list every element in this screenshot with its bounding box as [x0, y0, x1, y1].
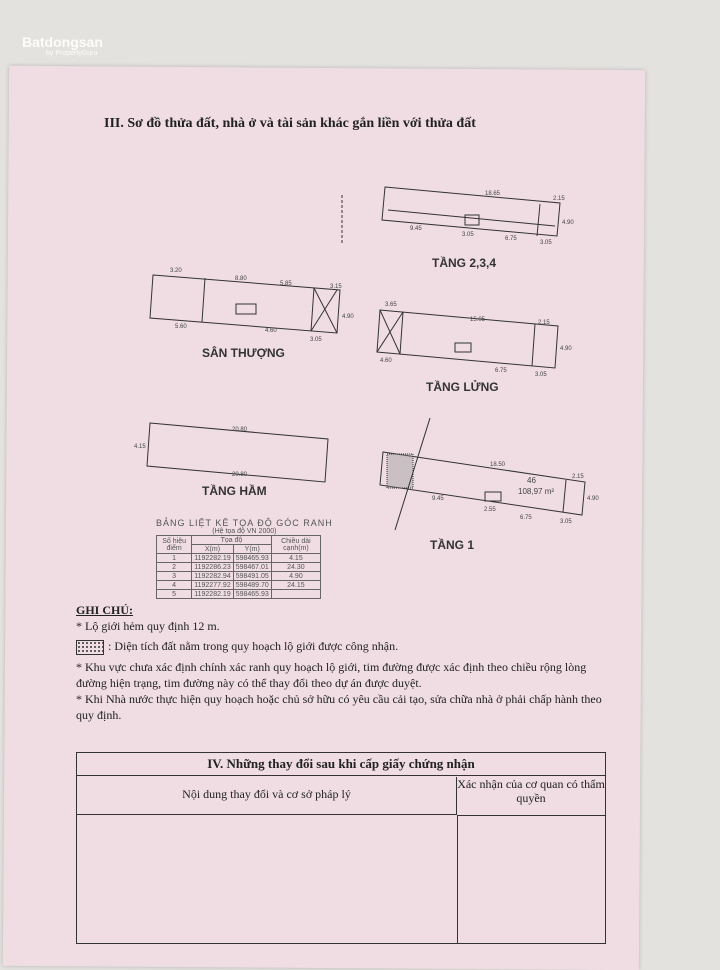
cell: 4.90 [270, 571, 322, 581]
dim: 6.75 [505, 236, 517, 242]
cell: 24.15 [270, 580, 322, 590]
dim: 5.60 [175, 324, 187, 330]
section-4-title: IV. Những thay đổi sau khi cấp giấy chứn… [77, 753, 605, 776]
cell [270, 589, 322, 599]
plan-rooftop [149, 274, 341, 334]
cell: 4.15 [270, 553, 322, 563]
cell: 1 [155, 553, 193, 563]
cell: 598465.93 [232, 589, 272, 599]
dim: 4.90 [342, 314, 354, 320]
dotted-hatch-icon [76, 639, 104, 655]
cell: 1192282.94 [191, 571, 234, 581]
coord-table-subtitle: (Hệ tọa độ VN 2000) [212, 528, 277, 535]
cell: 24.30 [270, 562, 322, 572]
section-4-table: IV. Những thay đổi sau khi cấp giấy chứn… [76, 752, 606, 944]
cell: 4 [155, 580, 193, 590]
dim: 3.20 [170, 268, 182, 274]
watermark-brand: Batdongsan [22, 34, 103, 50]
dim: 4.15 [134, 444, 146, 450]
parcel-number: 46 [527, 476, 536, 485]
dim: 4.60 [265, 328, 277, 334]
dim: 2.55 [484, 507, 496, 513]
cell: 1192282.19 [191, 589, 234, 599]
dim: 18.65 [485, 191, 501, 197]
coord-table-title: BẢNG LIỆT KÊ TỌA ĐỘ GÓC RANH [156, 518, 333, 528]
label-floor-234: TẦNG 2,3,4 [432, 256, 497, 270]
dim: 3.65 [385, 302, 397, 308]
plan-mezzanine [376, 309, 559, 369]
label-basement: TẦNG HẦM [202, 484, 267, 498]
dim: 4.60 [380, 358, 392, 364]
dim: 20.80 [232, 472, 248, 478]
dim: 2.15 [553, 196, 565, 202]
column-confirmation: Xác nhận của cơ quan có thẩm quyền [457, 777, 605, 816]
dim: 6.75 [520, 515, 532, 521]
cell: 2 [155, 562, 193, 572]
cell: 1192282.19 [191, 553, 234, 563]
dim: 15.05 [470, 317, 486, 323]
th-coords: Tọa độ [191, 535, 272, 545]
dim: 18.50 [490, 462, 506, 468]
dim: 9.45 [432, 496, 444, 502]
label-floor-1: TẦNG 1 [430, 538, 475, 552]
dim: 3.05 [462, 232, 474, 238]
cell: 1192286.23 [191, 562, 234, 572]
note-item: * Khi Nhà nước thực hiện quy hoạch hoặc … [76, 691, 602, 722]
th-point: Số hiệu điểm [155, 535, 193, 554]
cell: 598465.93 [232, 553, 272, 563]
notes-heading: GHI CHÚ: [76, 603, 133, 617]
dim: 9.45 [410, 226, 422, 232]
dim: 20.80 [232, 427, 248, 433]
dim: 3.05 [560, 519, 572, 525]
th-edge: Chiều dài cạnh(m) [270, 535, 322, 554]
dim: 4.90 [560, 346, 572, 352]
cell: 1192277.92 [191, 580, 234, 590]
cell: 598467.01 [232, 562, 272, 572]
dim: 2.15 [538, 320, 550, 326]
dim: 3.05 [310, 337, 322, 343]
plan-basement [146, 422, 329, 483]
dim: 2.15 [572, 474, 584, 480]
note-item: * Lộ giới hẻm quy định 12 m. [76, 619, 220, 633]
dim: 6.75 [495, 368, 507, 374]
note-item: * Khu vực chưa xác định chính xác ranh q… [76, 659, 587, 690]
th-x: X(m) [191, 544, 234, 554]
cell: 5 [155, 589, 193, 599]
cell: 598489.70 [232, 580, 272, 590]
dim: 3.05 [535, 372, 547, 378]
label-mezzanine: TẦNG LỬNG [426, 380, 499, 394]
dim: 3.15 [330, 284, 342, 290]
watermark-sub: by PropertyGuru [46, 50, 98, 57]
th-y: Y(m) [232, 544, 272, 554]
column-divider [457, 815, 458, 943]
dim: 5.85 [280, 281, 292, 287]
dim: 3.05 [540, 240, 552, 246]
cell: 3 [155, 571, 193, 581]
column-changes: Nội dung thay đổi và cơ sở pháp lý [77, 777, 457, 815]
parcel-area: 108,97 m² [518, 487, 554, 496]
dim: 8.80 [235, 276, 247, 282]
section-3-title: III. Sơ đồ thửa đất, nhà ở và tài sản kh… [104, 116, 476, 131]
plan-floor-234 [341, 186, 561, 245]
notes: GHI CHÚ: * Lộ giới hẻm quy định 12 m. : … [76, 602, 616, 723]
label-rooftop: SÂN THƯỢNG [202, 346, 285, 360]
plan-floor-1 [379, 417, 586, 531]
dim: 4.90 [562, 220, 574, 226]
dim: 4.90 [587, 496, 599, 502]
note-item: : Diện tích đất nằm trong quy hoạch lộ g… [108, 639, 399, 653]
coordinate-table: BẢNG LIỆT KÊ TỌA ĐỘ GÓC RANH (Hệ tọa độ … [155, 518, 333, 599]
cell: 598491.05 [232, 571, 272, 581]
